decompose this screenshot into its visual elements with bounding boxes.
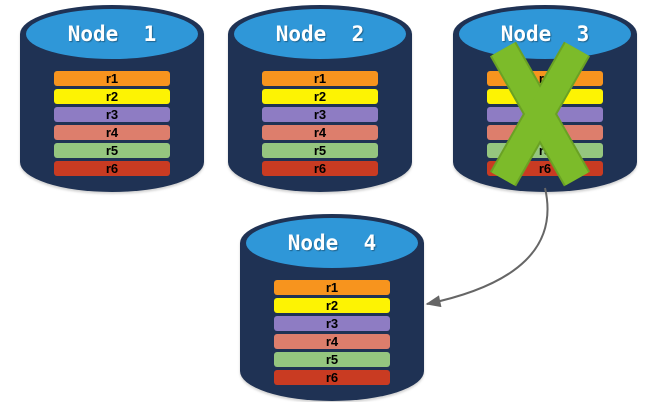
replica-row-label: r3 [313,107,327,122]
replica-row-label: r4 [105,125,119,140]
replica-row-label: r6 [313,161,327,176]
replica-row-r4: r4 [54,125,170,140]
replica-row-r5: r5 [54,143,170,158]
replica-row-label: r6 [105,161,119,176]
failover-arrow-path [425,187,549,308]
node-4: Node 4 r1 r2 r3 r4 r5 r6 [240,214,424,401]
replica-row-r4: r4 [274,334,390,349]
replica-row-label: r5 [105,143,119,158]
node-3-title: Node 3 [500,22,590,46]
replica-row-label: r1 [105,71,119,86]
replica-row-r4: r4 [262,125,378,140]
replica-row-r6: r6 [54,161,170,176]
replica-row-r3: r3 [274,316,390,331]
replica-row-label: r2 [325,298,339,313]
replica-row-r5: r5 [274,352,390,367]
replica-row-label: r1 [313,71,327,86]
replica-row-label: r1 [325,280,339,295]
replica-row-label: r3 [325,316,339,331]
node-4-replica-rows: r1 r2 r3 r4 r5 r6 [274,280,390,388]
node-1-replica-rows: r1 r2 r3 r4 r5 r6 [54,71,170,179]
replica-row-label: r6 [538,161,552,176]
replica-row-r1: r1 [262,71,378,86]
node-3-cylinder-top: Node 3 [459,9,631,59]
replica-row-r2: r2 [274,298,390,313]
replica-row-r5: r5 [262,143,378,158]
failure-x-icon [489,41,591,187]
replica-row-label: r5 [313,143,327,158]
replica-row-label: r5 [325,352,339,367]
replica-row-label: r4 [313,125,327,140]
replica-row-r6: r6 [262,161,378,176]
node-2-cylinder-top: Node 2 [234,9,406,59]
node-2-replica-rows: r1 r2 r3 r4 r5 r6 [262,71,378,179]
replica-row-label: r6 [325,370,339,385]
node-2-title: Node 2 [275,22,365,46]
node-1: Node 1 r1 r2 r3 r4 r5 r6 [20,5,204,192]
replica-row-label: r4 [325,334,339,349]
replica-row-r1: r1 [54,71,170,86]
node-1-cylinder-top: Node 1 [26,9,198,59]
replica-row-r3: r3 [262,107,378,122]
node-4-cylinder-top: Node 4 [246,218,418,268]
node-4-title: Node 4 [287,231,377,255]
replica-row-r6: r6 [274,370,390,385]
replica-row-r1: r1 [274,280,390,295]
replica-row-r2: r2 [262,89,378,104]
replica-row-label: r3 [105,107,119,122]
node-2: Node 2 r1 r2 r3 r4 r5 r6 [228,5,412,192]
replica-row-r3: r3 [54,107,170,122]
node-1-title: Node 1 [67,22,157,46]
replica-row-r2: r2 [54,89,170,104]
replica-row-label: r2 [105,89,119,104]
replica-row-label: r2 [313,89,327,104]
